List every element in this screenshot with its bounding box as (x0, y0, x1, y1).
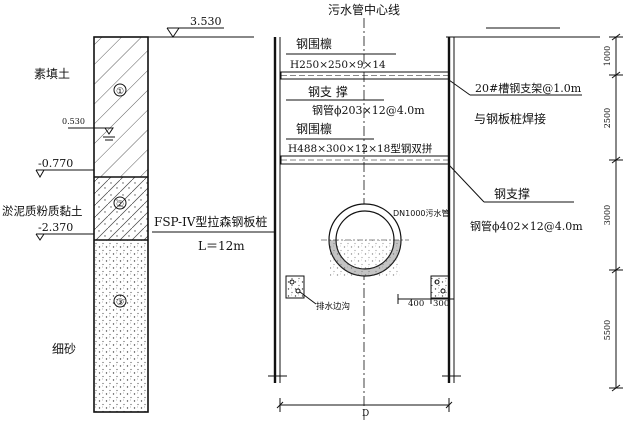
lower-strut-leader (448, 164, 485, 203)
lower-waler-title: 钢围檩 (296, 121, 332, 136)
drainage-ditch-left (285, 275, 305, 299)
soil-layer-1-fill (94, 37, 148, 177)
layer-2-number: ② (116, 200, 124, 210)
width-dimension (276, 398, 453, 412)
pile-label: FSP-IV型拉森钢板桩 (154, 214, 267, 229)
bracket-leader (448, 79, 471, 96)
right-dimension-chain (609, 33, 623, 392)
sheet-pile-left (273, 37, 281, 383)
ditch-dimension (397, 294, 454, 304)
layer-2-number-circle (113, 196, 127, 210)
soil-layer-1-name: 素填土 (34, 67, 70, 81)
layer-1-number-circle (113, 83, 127, 97)
lower-strut-title: 钢支撑 (494, 186, 530, 201)
sheet-pile-right (447, 37, 455, 383)
upper-waler-title: 钢围檩 (296, 36, 332, 51)
width-label: D (362, 409, 369, 419)
elevation-top-marker: 3.530 (148, 15, 254, 38)
dim-right-2: 2500 (603, 108, 612, 128)
layer-3-number-circle (113, 294, 127, 308)
water-level-marker: 0.530 (62, 117, 115, 141)
lower-waler-spec: H488×300×12×18型钢双拼 (288, 142, 432, 155)
pipe-label: DN1000污水管 (393, 208, 450, 218)
ditch-label: 排水边沟 (316, 301, 350, 312)
upper-waler-spec: H250×250×9×14 (290, 59, 386, 71)
soil-layer-2-name: 淤泥质粉质黏土 (2, 204, 83, 218)
water-level-elevation: 0.530 (62, 117, 85, 126)
dim-right-3: 3000 (603, 205, 612, 225)
drainage-ditch-right (430, 275, 450, 299)
dim-bottom-right: 300 (433, 299, 449, 309)
bracket-note: 与钢板桩焊接 (474, 111, 546, 126)
sewer-pipe (321, 203, 409, 277)
elevation-top: 3.530 (190, 15, 222, 28)
layer-1-number: ① (116, 87, 124, 97)
dim-right-4: 5500 (603, 320, 612, 340)
dim-bottom-left: 400 (408, 299, 424, 309)
bracket-spec: 20#槽钢支架@1.0m (475, 82, 582, 95)
elevation-layer3-marker: -2.370 (35, 221, 94, 241)
elevation-layer2-marker: -0.770 (35, 157, 94, 179)
elevation-layer2: -0.770 (38, 157, 73, 170)
soil-layer-3-name: 细砂 (52, 342, 76, 356)
lower-strut-spec: 钢管ϕ402×12@4.0m (470, 219, 583, 233)
upper-strut-spec: 钢管ϕ203×12@4.0m (312, 103, 425, 117)
elevation-layer3: -2.370 (38, 221, 73, 234)
upper-strut (280, 71, 450, 80)
soil-layer-3-fill (94, 240, 148, 412)
lower-strut (280, 155, 450, 165)
pile-length: L＝12m (198, 239, 245, 253)
ditch-leader (299, 291, 317, 305)
layer-3-number: ③ (116, 298, 124, 308)
upper-strut-title: 钢支 撑 (308, 84, 348, 99)
dim-right-1: 1000 (603, 46, 612, 66)
centerline-label: 污水管中心线 (328, 2, 400, 17)
soil-column-outline (93, 36, 149, 413)
